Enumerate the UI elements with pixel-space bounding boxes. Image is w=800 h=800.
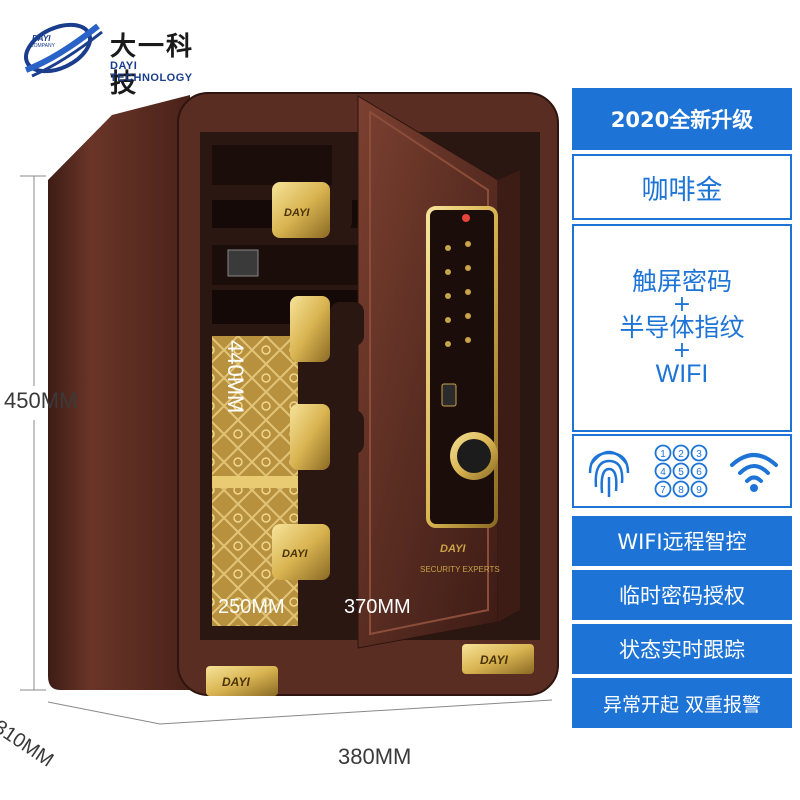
function-label: 状态实时跟踪 [619, 638, 745, 662]
feature-touch-password: 触屏密码 [631, 267, 732, 296]
logo-english-name: DAYI TECHNOLOGY [110, 60, 193, 84]
keypad-key [672, 444, 690, 462]
keypad-digit: 3 [696, 449, 702, 460]
keypad-key [672, 462, 690, 480]
function-status-tracking: 状态实时跟踪 [572, 624, 792, 674]
plus-sign: + [672, 292, 692, 317]
keypad-key [654, 480, 672, 498]
keypad-key [690, 462, 708, 480]
feature-wifi: WIFI [655, 360, 709, 388]
keypad-digit: 7 [660, 485, 666, 496]
safe-feet [206, 644, 534, 696]
feature-panel: 2020全新升级 咖啡金 触屏密码 + 半导体指纹 + WIFI 1 2 3 4 5 6 7… [572, 88, 792, 738]
width-dimension: 380MM [338, 744, 412, 769]
keypad-digit: 8 [678, 485, 684, 496]
svg-text:DAYI: DAYI [284, 207, 310, 219]
upgrade-banner: 2020全新升级 [572, 88, 792, 150]
logo-mark-sub: COMPANY [30, 43, 55, 49]
keypad-digit: 9 [696, 485, 702, 496]
function-label: WIFI远程智控 [617, 530, 747, 554]
function-label: 临时密码授权 [619, 584, 745, 608]
keypad-digit: 5 [678, 467, 684, 478]
keypad-icon: 1 2 3 4 5 6 7 8 9 [654, 444, 708, 498]
inner-width-dimension: 370MM [344, 596, 411, 618]
keypad-key [654, 444, 672, 462]
function-alarm: 异常开起 双重报警 [572, 678, 792, 728]
wifi-icon [730, 453, 778, 492]
door-brand-text: DAYI [440, 543, 466, 555]
keypad-digit: 4 [660, 467, 666, 478]
bolts [272, 182, 364, 580]
inner-height-dimension: 440MM [223, 340, 248, 414]
logo-chinese-name: 大一科技 [110, 32, 195, 99]
height-dimension: 450MM [4, 388, 78, 413]
keypad-key [672, 480, 690, 498]
door-keypad-panel [426, 206, 498, 528]
upgrade-title: 2020全新升级 [610, 108, 754, 132]
keypad-digit: 2 [678, 449, 684, 460]
svg-text:DAYI: DAYI [222, 675, 250, 689]
svg-text:DAYI: DAYI [480, 653, 508, 667]
color-box: 咖啡金 [572, 154, 792, 220]
function-remote-control: WIFI远程智控 [572, 516, 792, 566]
svg-text:DAYI: DAYI [282, 548, 308, 560]
keypad-digit: 6 [696, 467, 702, 478]
plus-sign: + [672, 338, 692, 363]
function-label: 异常开起 双重报警 [602, 693, 762, 716]
logo-swoosh-icon [24, 22, 103, 78]
safe-side-panel [48, 95, 190, 690]
company-logo: DAYI COMPANY 大一科技 DAYI TECHNOLOGY [18, 18, 218, 99]
logo-mark-text: DAYI [32, 34, 51, 43]
feature-icons-row: 1 2 3 4 5 6 7 8 9 [572, 434, 792, 508]
door-brand-sub: SECURITY EXPERTS [420, 565, 500, 574]
keypad-key [654, 462, 672, 480]
feature-fingerprint: 半导体指纹 [619, 313, 745, 342]
function-temp-password: 临时密码授权 [572, 570, 792, 620]
keypad-digit: 1 [660, 449, 666, 460]
inner-depth-dimension: 250MM [218, 596, 285, 618]
keypad-key [690, 480, 708, 498]
keypad-key [690, 444, 708, 462]
unlock-methods-box: 触屏密码 + 半导体指纹 + WIFI [572, 224, 792, 432]
color-name: 咖啡金 [641, 174, 723, 206]
dimension-lines [20, 175, 553, 725]
fingerprint-icon [588, 450, 630, 497]
